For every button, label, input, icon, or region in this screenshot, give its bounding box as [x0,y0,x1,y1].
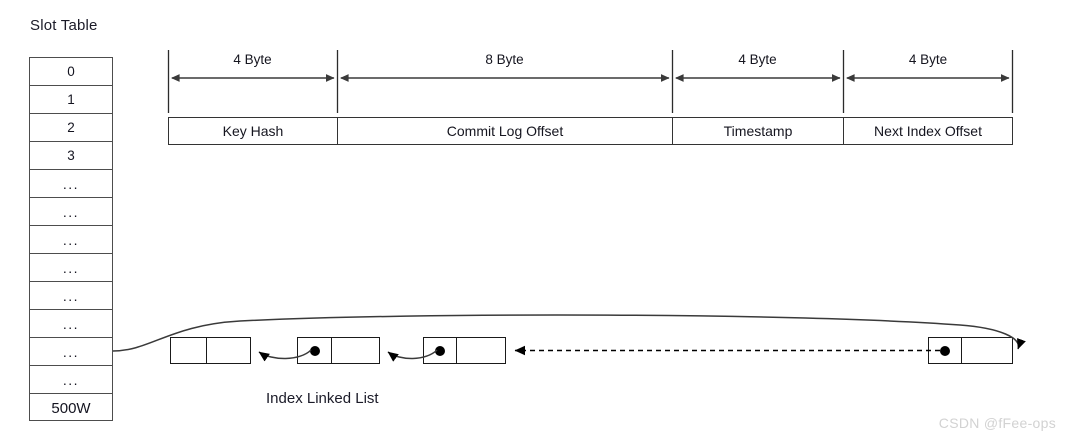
node-pointer-cell [424,338,458,363]
slot-row: ... [30,310,112,338]
slot-row: 2 [30,114,112,142]
field-cell-next-index-offset: Next Index Offset [874,123,982,139]
byte-label-timestamp: 4 Byte [738,52,777,67]
node-data-cell [962,338,1012,363]
slot-table: 0 1 2 3 ... ... ... ... ... ... ... ... … [29,57,113,421]
field-cell-commit-log-offset: Commit Log Offset [338,118,673,144]
record-field-row: Key Hash Commit Log Offset Timestamp Nex… [168,117,1013,145]
pointer-dot-icon [940,345,951,356]
linked-list-node-tail [928,337,1013,364]
byte-label-commit-log-offset: 8 Byte [485,52,524,67]
slot-row: ... [30,226,112,254]
node-data-cell [207,338,250,363]
slot-row: ... [30,198,112,226]
pointer-dot-icon [435,345,446,356]
slot-row: 0 [30,58,112,86]
slot-row: ... [30,254,112,282]
slot-row: 3 [30,142,112,170]
linked-list-node-head [170,337,251,364]
node-data-cell [332,338,379,363]
slot-table-title: Slot Table [30,17,98,34]
slot-row: ... [30,170,112,198]
node-pointer-cell [929,338,963,363]
pointer-dot-icon [309,345,320,356]
slot-row: ... [30,366,112,394]
linked-list-node-second [297,337,380,364]
csdn-watermark: CSDN @fFee-ops [938,415,1056,431]
index-linked-list-caption: Index Linked List [266,390,379,407]
node-data-cell [457,338,505,363]
slot-row: 500W [51,399,91,417]
slot-row-linked: ... [30,338,112,366]
field-cell-key-hash: Key Hash [169,118,338,144]
byte-label-next-index-offset: 4 Byte [908,52,948,67]
byte-label-key-hash: 4 Byte [233,52,272,67]
field-cell-timestamp: Timestamp [673,118,844,144]
slot-row: ... [30,282,112,310]
linked-list-node-third [423,337,506,364]
node-pointer-cell [171,338,208,363]
node-pointer-cell [298,338,333,363]
slot-row: 1 [30,86,112,114]
